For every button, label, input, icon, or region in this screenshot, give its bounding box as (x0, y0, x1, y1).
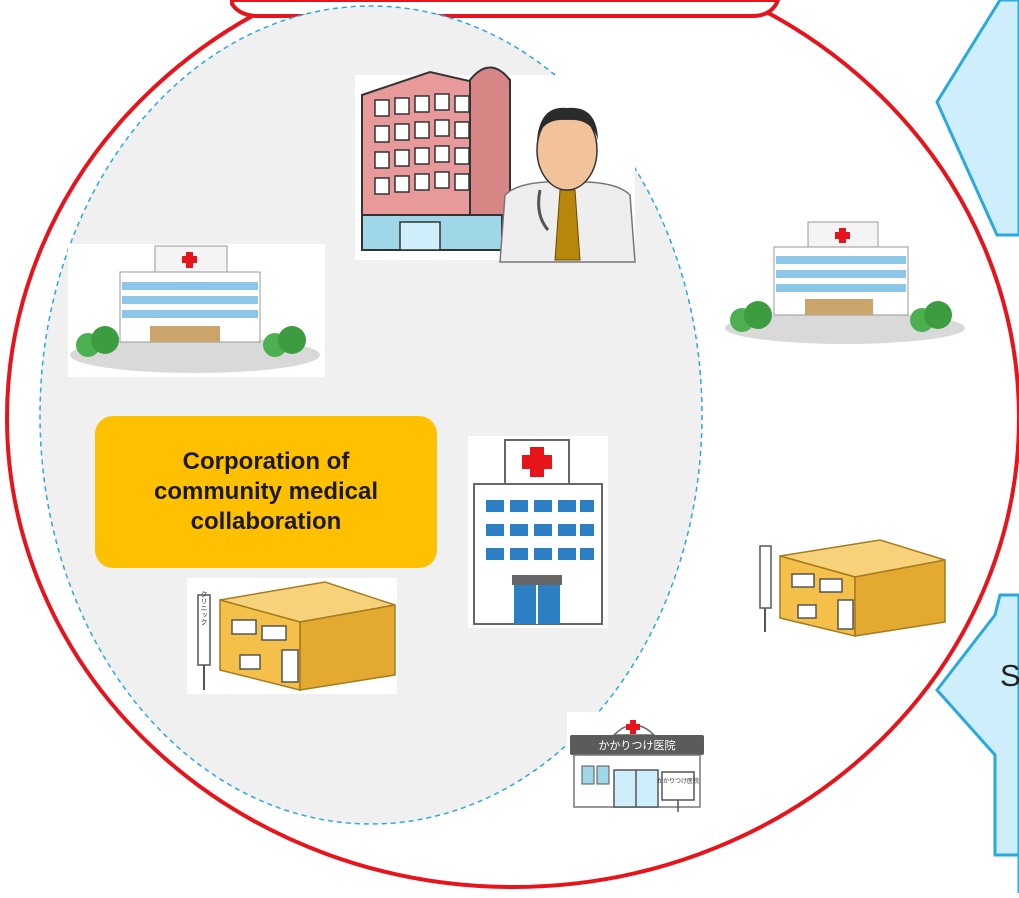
family-clinic-icon: かかりつけ医院 かかりつけ医院 (567, 712, 720, 817)
left-hospital-icon (68, 244, 325, 377)
right-hospital-icon (722, 220, 967, 347)
corporation-group-label: Corporation of community medical collabo… (95, 416, 437, 568)
family-clinic-side-sign: かかりつけ医院 (657, 777, 699, 785)
right-clinic-icon (749, 536, 948, 640)
callout-bottom-right (935, 593, 1019, 893)
family-clinic-sign: かかりつけ医院 (598, 738, 675, 752)
large-hospital-with-doctor-icon (355, 66, 636, 263)
corporation-group-label-text: Corporation of community medical collabo… (153, 448, 379, 535)
callout-top-right (935, 0, 1019, 237)
partial-callout-text: S (1000, 658, 1019, 693)
center-hospital-icon (468, 436, 608, 628)
left-clinic-vertical-sign: クリニック (200, 591, 208, 626)
left-clinic-icon: クリニック (187, 578, 397, 694)
